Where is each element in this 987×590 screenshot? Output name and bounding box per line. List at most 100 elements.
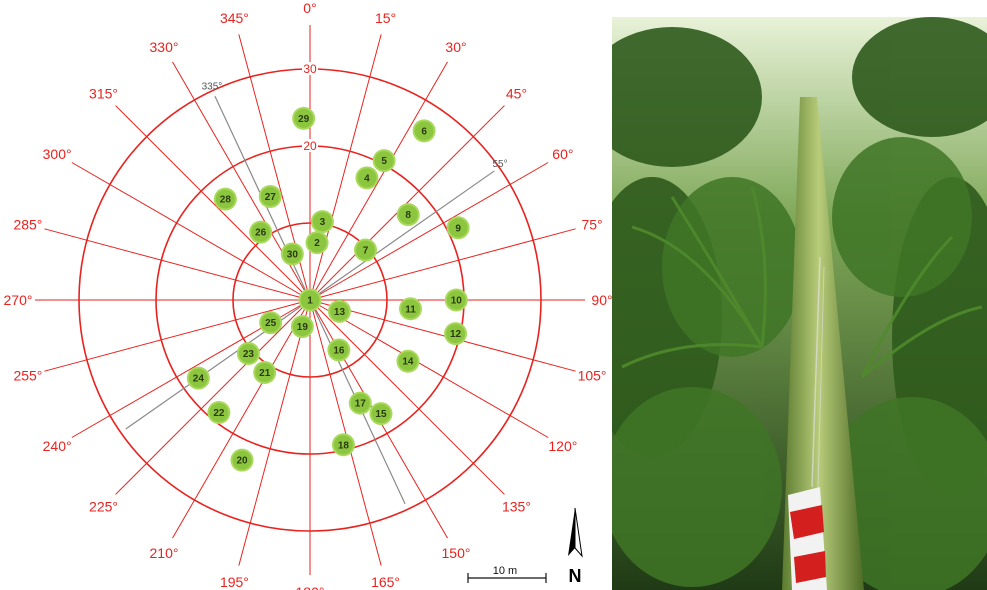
tree-marker-dot: [448, 218, 468, 238]
tree-label-2: 2: [314, 238, 320, 249]
tree-label-4: 4: [364, 173, 370, 184]
radial-line-285: [44, 228, 311, 301]
angle-label-75: 75°: [581, 216, 602, 232]
tree-marker-25: 25: [259, 311, 283, 335]
tree-label-16: 16: [333, 346, 345, 357]
tree-marker-9: 9: [446, 216, 470, 240]
tree-label-19: 19: [297, 322, 309, 333]
angle-label-330: 330°: [150, 39, 179, 55]
tree-marker-24: 24: [186, 366, 210, 390]
radial-line-300: [71, 162, 311, 301]
north-label: N: [569, 566, 582, 586]
radial-line-45: [309, 105, 505, 301]
tree-marker-5: 5: [372, 149, 396, 173]
tree-marker-19: 19: [290, 315, 314, 339]
tree-marker-3: 3: [310, 210, 334, 234]
tree-marker-29: 29: [292, 106, 316, 130]
angle-label-150: 150°: [442, 545, 471, 561]
tree-marker-dot: [371, 404, 391, 424]
tree-marker-22: 22: [207, 400, 231, 424]
tree-label-25: 25: [265, 318, 277, 329]
tree-label-17: 17: [355, 399, 367, 410]
tree-label-22: 22: [213, 408, 225, 419]
angle-label-300: 300°: [43, 146, 72, 162]
tree-label-20: 20: [236, 456, 248, 467]
tree-marker-dot: [357, 168, 377, 188]
tree-label-9: 9: [455, 223, 461, 234]
radial-line-195: [238, 299, 311, 566]
tree-label-15: 15: [375, 409, 387, 420]
tree-marker-dot: [300, 290, 320, 310]
tree-label-29: 29: [298, 114, 310, 125]
tree-label-6: 6: [421, 126, 427, 137]
tree-marker-21: 21: [253, 360, 277, 384]
tree-label-28: 28: [220, 195, 232, 206]
tree-marker-dot: [400, 299, 420, 319]
tree-marker-26: 26: [249, 220, 273, 244]
angle-label-195: 195°: [220, 574, 249, 590]
tree-label-18: 18: [338, 440, 350, 451]
angle-label-45: 45°: [506, 86, 527, 102]
tree-marker-dot: [251, 222, 271, 242]
ring-label-bg-30: [302, 62, 318, 75]
angle-label-60: 60°: [552, 146, 573, 162]
tree-label-24: 24: [193, 374, 205, 385]
tree-marker-dot: [282, 244, 302, 264]
tree-marker-dot: [356, 240, 376, 260]
polar-plot-diagram: 0°15°30°45°60°75°90°105°120°135°150°165°…: [4, 0, 612, 590]
tree-marker-dot: [398, 351, 418, 371]
tree-marker-15: 15: [369, 402, 393, 426]
tree-label-8: 8: [405, 210, 411, 221]
radial-line-255: [44, 299, 311, 372]
tree-label-21: 21: [259, 368, 271, 379]
tree-marker-18: 18: [331, 433, 355, 457]
tree-marker-dot: [333, 435, 353, 455]
tree-marker-2: 2: [305, 231, 329, 255]
tree-marker-dot: [350, 393, 370, 413]
angle-label-120: 120°: [548, 438, 577, 454]
tree-marker-dot: [398, 205, 418, 225]
ring-label-20: 20: [303, 139, 317, 153]
angle-label-180: 180°: [296, 584, 325, 590]
angle-label-0: 0°: [303, 0, 316, 16]
tree-marker-20: 20: [230, 448, 254, 472]
scale-bar: 10 m: [467, 565, 547, 583]
tree-marker-dot: [294, 108, 314, 128]
tree-label-3: 3: [320, 217, 326, 228]
radial-line-30: [309, 61, 448, 301]
angle-label-30: 30°: [445, 39, 466, 55]
radial-line-165: [309, 299, 382, 566]
tree-marker-dot: [329, 301, 349, 321]
scale-bar-label: 10 m: [493, 565, 517, 577]
tree-marker-23: 23: [236, 342, 260, 366]
tree-marker-11: 11: [398, 297, 422, 321]
tree-marker-dot: [414, 121, 434, 141]
tree-marker-14: 14: [396, 349, 420, 373]
gray-line-label-335: 335°: [202, 82, 223, 93]
angle-label-240: 240°: [43, 438, 72, 454]
tree-marker-30: 30: [280, 242, 304, 266]
tree-label-14: 14: [402, 357, 414, 368]
tree-label-26: 26: [255, 228, 267, 239]
tree-marker-dot: [238, 344, 258, 364]
tree-label-27: 27: [265, 192, 277, 203]
angle-label-315: 315°: [89, 86, 118, 102]
radial-line-15: [309, 34, 382, 301]
angle-label-105: 105°: [578, 368, 607, 384]
tree-marker-10: 10: [444, 288, 468, 312]
tree-marker-8: 8: [396, 203, 420, 227]
tree-marker-dot: [374, 151, 394, 171]
angle-label-210: 210°: [150, 545, 179, 561]
tree-marker-dot: [312, 212, 332, 232]
radial-line-315: [115, 105, 311, 301]
forest-photo: [612, 17, 987, 590]
tree-marker-dot: [446, 290, 466, 310]
angle-label-135: 135°: [502, 498, 531, 514]
north-arrow-icon: N: [568, 507, 583, 586]
tree-marker-dot: [215, 189, 235, 209]
angle-label-345: 345°: [220, 10, 249, 26]
radial-line-135: [309, 299, 505, 495]
tree-marker-27: 27: [258, 184, 282, 208]
tree-marker-dot: [307, 233, 327, 253]
tree-marker-dot: [261, 313, 281, 333]
